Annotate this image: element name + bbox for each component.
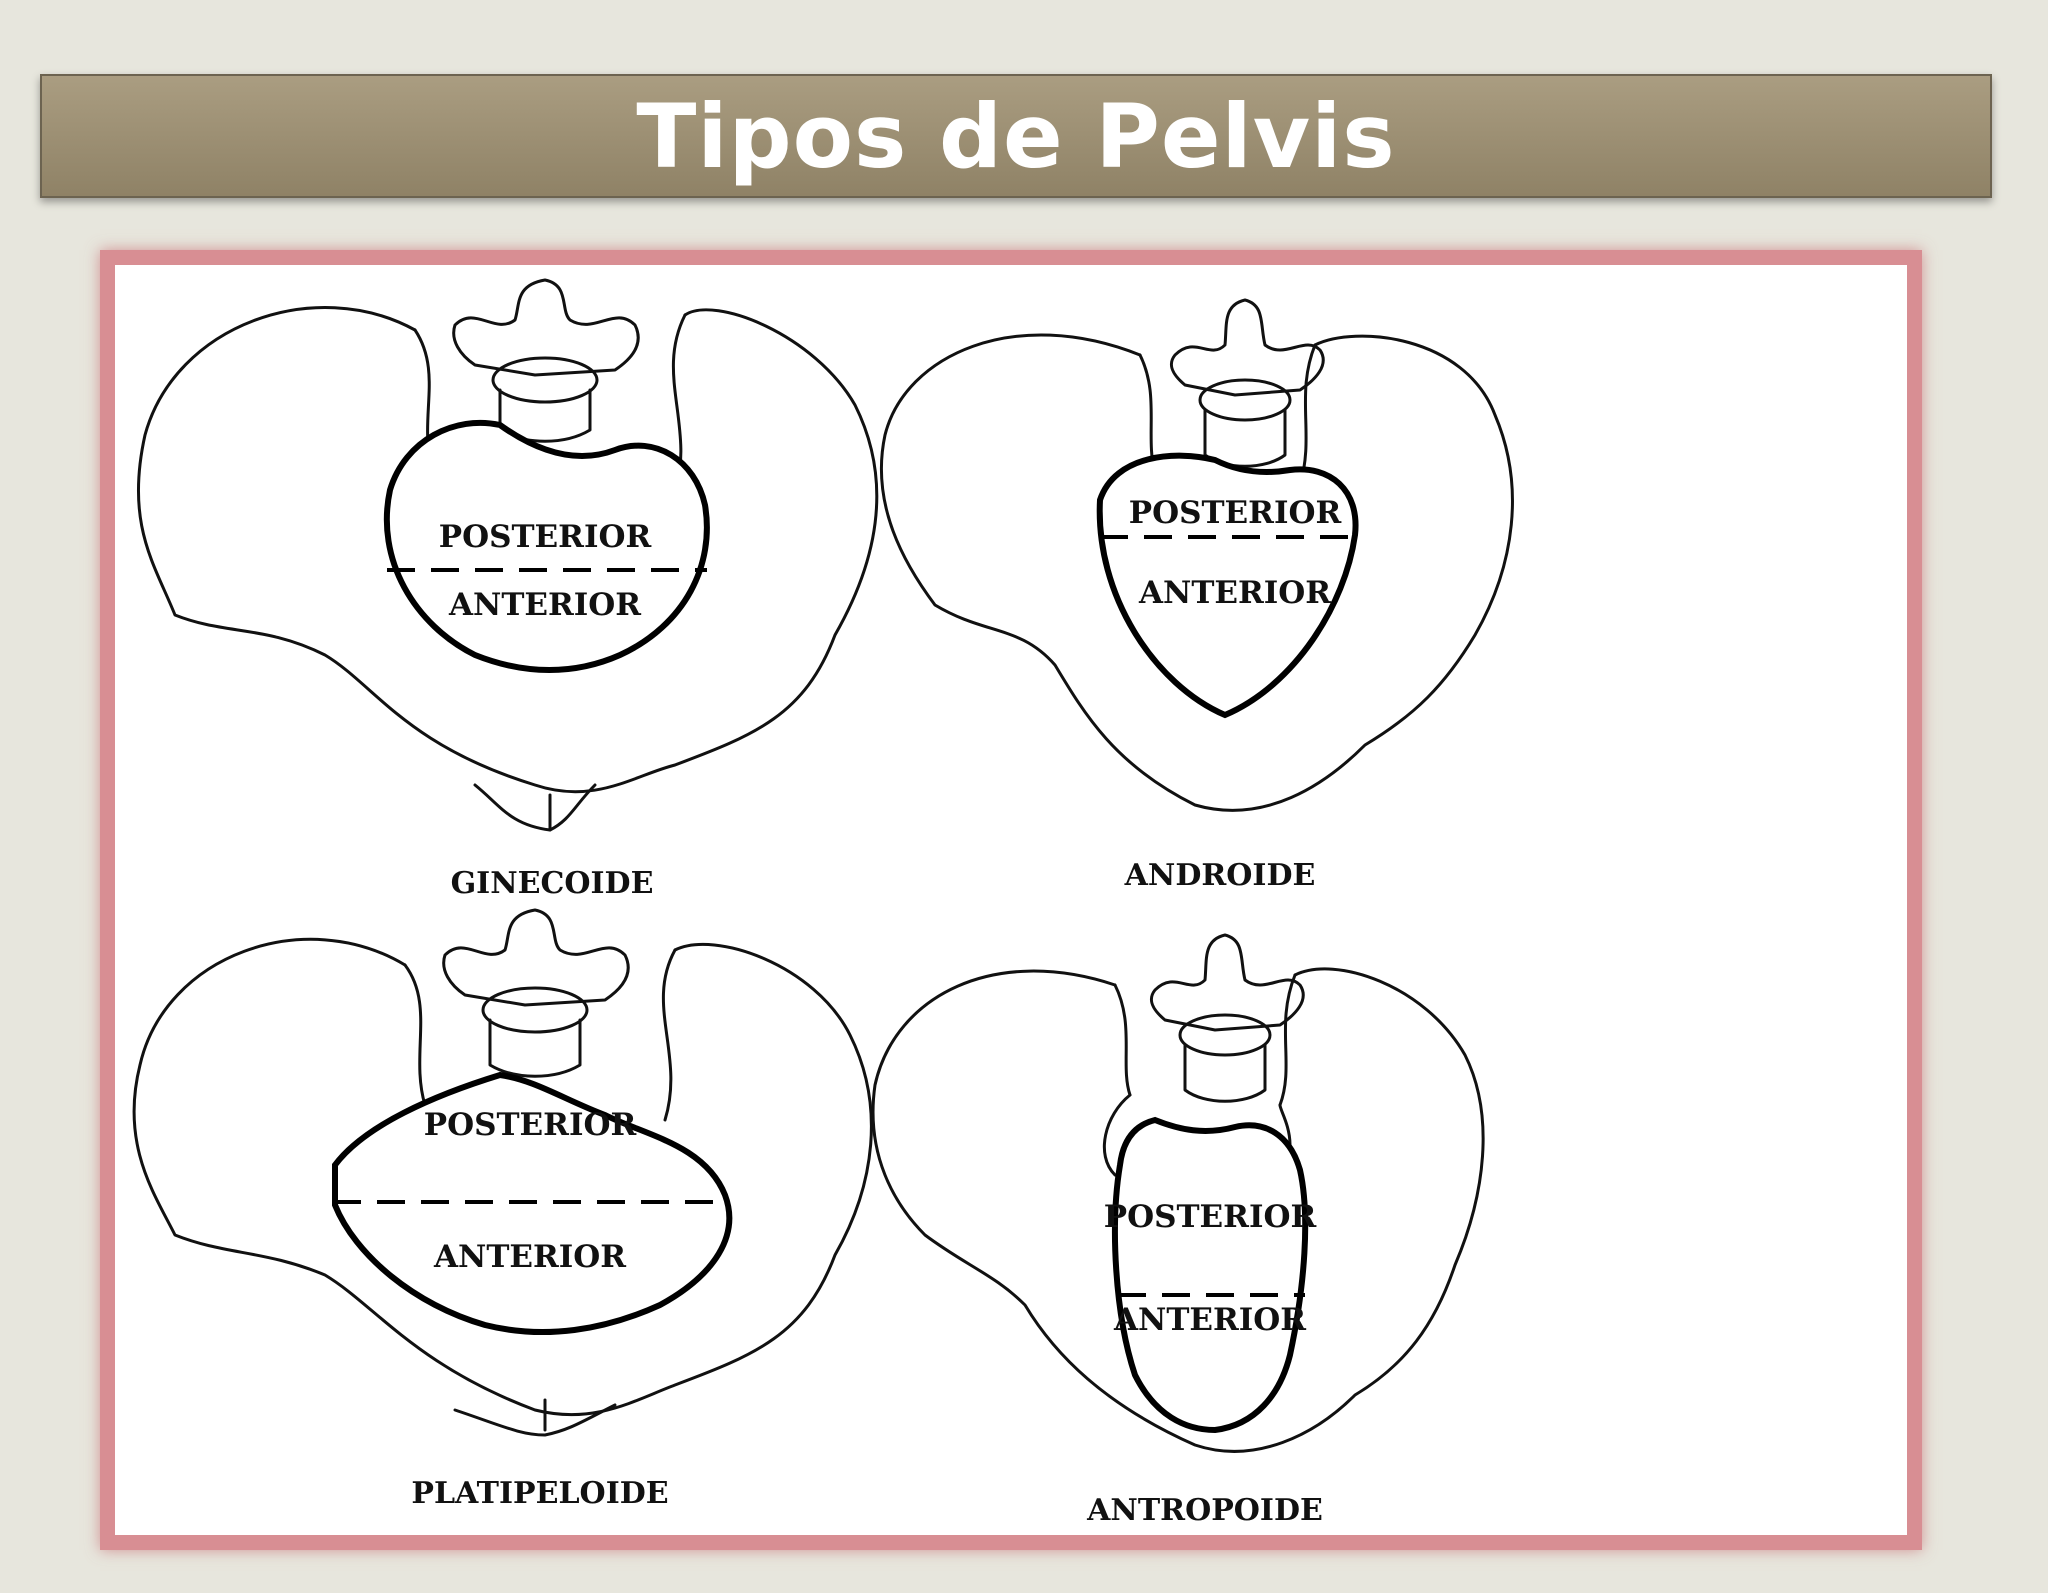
- pelvis-antropoide: POSTERIOR ANTERIOR ANTROPOIDE: [871, 933, 1485, 1528]
- androide-posterior-label: POSTERIOR: [1129, 495, 1342, 531]
- platipeloide-anterior-label: ANTERIOR: [433, 1239, 626, 1275]
- androide-anterior-label: ANTERIOR: [1138, 575, 1331, 611]
- ginecoide-anterior-label: ANTERIOR: [448, 587, 641, 623]
- pelvis-diagrams: POSTERIOR ANTERIOR GINECOIDE POSTERIOR A…: [132, 278, 1514, 1528]
- title-bar: Tipos de Pelvis: [40, 74, 1992, 198]
- ginecoide-name-label: GINECOIDE: [451, 866, 654, 901]
- ginecoide-posterior-label: POSTERIOR: [439, 519, 652, 555]
- antropoide-anterior-label: ANTERIOR: [1113, 1302, 1306, 1338]
- androide-name-label: ANDROIDE: [1124, 858, 1316, 893]
- pelvis-androide: POSTERIOR ANTERIOR ANDROIDE: [879, 298, 1514, 893]
- antropoide-posterior-label: POSTERIOR: [1104, 1199, 1317, 1235]
- antropoide-name-label: ANTROPOIDE: [1086, 1493, 1323, 1528]
- page-title: Tipos de Pelvis: [636, 84, 1396, 188]
- diagram-frame: POSTERIOR ANTERIOR GINECOIDE POSTERIOR A…: [100, 250, 1922, 1550]
- pelvis-platipeloide: POSTERIOR ANTERIOR PLATIPELOIDE: [132, 908, 873, 1511]
- diagram-panel: POSTERIOR ANTERIOR GINECOIDE POSTERIOR A…: [115, 265, 1907, 1535]
- platipeloide-name-label: PLATIPELOIDE: [411, 1476, 668, 1511]
- pelvis-ginecoide: POSTERIOR ANTERIOR GINECOIDE: [137, 278, 879, 901]
- platipeloide-posterior-label: POSTERIOR: [424, 1107, 637, 1143]
